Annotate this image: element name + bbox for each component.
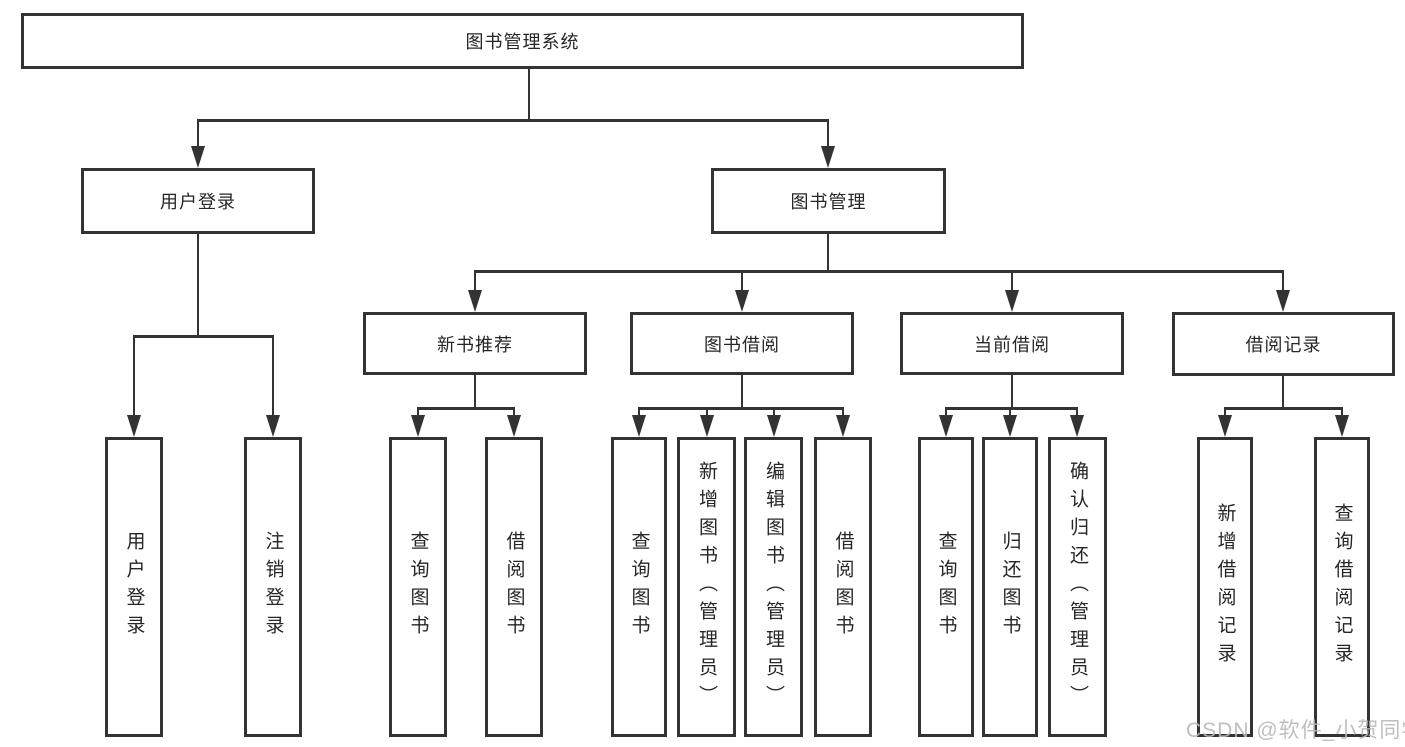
connector-stem [1011,271,1013,300]
node-label-query-borrow-record: 查询借阅记录 [1331,503,1353,671]
node-label-edit-books-admin: 编辑图书（管理员） [763,461,784,713]
node-query-books-current: 查询图书 [918,437,974,737]
connector-branch [945,407,1078,410]
node-label-logout-leaf: 注销登录 [262,531,284,643]
arrow-down-icon [821,146,835,168]
connector-trunk [1282,376,1284,409]
connector-branch [1224,407,1343,410]
node-library-management-system: 图书管理系统 [21,13,1024,69]
node-borrow-books-borrowing: 借阅图书 [814,437,872,737]
node-book-borrowing: 图书借阅 [630,312,854,375]
node-borrow-books-recommend: 借阅图书 [485,437,543,737]
connector-trunk [197,234,199,337]
node-confirm-return-admin: 确认归还（管理员） [1048,437,1107,737]
node-query-books-borrowing: 查询图书 [611,437,667,737]
connector-branch [417,407,515,410]
connector-branch [638,407,844,410]
arrow-down-icon [266,415,280,437]
connector-branch [474,270,1284,273]
connector-trunk [528,69,530,121]
arrow-down-icon [700,415,714,437]
node-user-login: 用户登录 [81,168,315,234]
arrow-down-icon [127,415,141,437]
node-label-borrow-books-recommend: 借阅图书 [503,531,525,643]
arrow-down-icon [939,415,953,437]
node-label-library-management-system: 图书管理系统 [465,32,580,52]
arrow-down-icon [1335,415,1349,437]
node-label-query-books-recommend: 查询图书 [407,531,429,643]
connector-branch [133,335,274,338]
node-edit-books-admin: 编辑图书（管理员） [744,437,803,737]
node-label-return-books: 归还图书 [999,531,1021,643]
node-borrowing-records: 借阅记录 [1172,312,1395,376]
node-logout-leaf: 注销登录 [244,437,302,737]
node-label-new-book-recommend: 新书推荐 [437,334,513,355]
node-query-books-recommend: 查询图书 [389,437,447,737]
node-book-management: 图书管理 [711,168,946,234]
node-add-borrow-record: 新增借阅记录 [1197,437,1253,737]
node-label-borrow-books-borrowing: 借阅图书 [832,531,854,643]
arrow-down-icon [632,415,646,437]
node-label-add-borrow-record: 新增借阅记录 [1214,503,1236,671]
node-label-borrowing-records: 借阅记录 [1245,335,1322,355]
arrow-down-icon [468,290,482,312]
connector-stem [827,120,829,156]
connector-stem [1282,271,1284,300]
arrow-down-icon [1218,415,1232,437]
node-return-books: 归还图书 [982,437,1038,737]
node-label-book-management: 图书管理 [790,192,867,212]
connector-trunk [1011,375,1013,409]
arrow-down-icon [767,415,781,437]
node-user-login-leaf: 用户登录 [105,437,163,737]
arrow-down-icon [1003,415,1017,437]
node-label-current-borrowing: 当前借阅 [974,334,1050,355]
arrow-down-icon [735,290,749,312]
arrow-down-icon [507,415,521,437]
arrow-down-icon [411,415,425,437]
node-query-borrow-record: 查询借阅记录 [1314,437,1370,737]
connector-stem [474,271,476,300]
connector-stem [741,271,743,300]
node-add-books-admin: 新增图书（管理员） [677,437,736,737]
connector-stem [197,120,199,156]
node-current-borrowing: 当前借阅 [900,312,1124,375]
node-label-book-borrowing: 图书借阅 [704,334,780,355]
connector-branch [197,119,829,122]
arrow-down-icon [1276,290,1290,312]
node-label-query-books-current: 查询图书 [935,531,957,643]
node-label-add-books-admin: 新增图书（管理员） [696,461,717,713]
connector-stem [272,336,274,425]
csdn-watermark: CSDN @软件_小贺同学 [1186,719,1405,742]
node-label-user-login-leaf: 用户登录 [123,531,145,643]
arrow-down-icon [1070,415,1084,437]
arrow-down-icon [836,415,850,437]
connector-trunk [741,375,743,409]
arrow-down-icon [191,146,205,168]
node-label-confirm-return-admin: 确认归还（管理员） [1067,461,1088,713]
node-new-book-recommend: 新书推荐 [363,312,587,375]
connector-stem [133,336,135,425]
arrow-down-icon [1005,290,1019,312]
connector-trunk [474,375,476,409]
connector-trunk [827,234,829,272]
node-label-query-books-borrowing: 查询图书 [628,531,650,643]
node-label-user-login: 用户登录 [160,192,236,212]
